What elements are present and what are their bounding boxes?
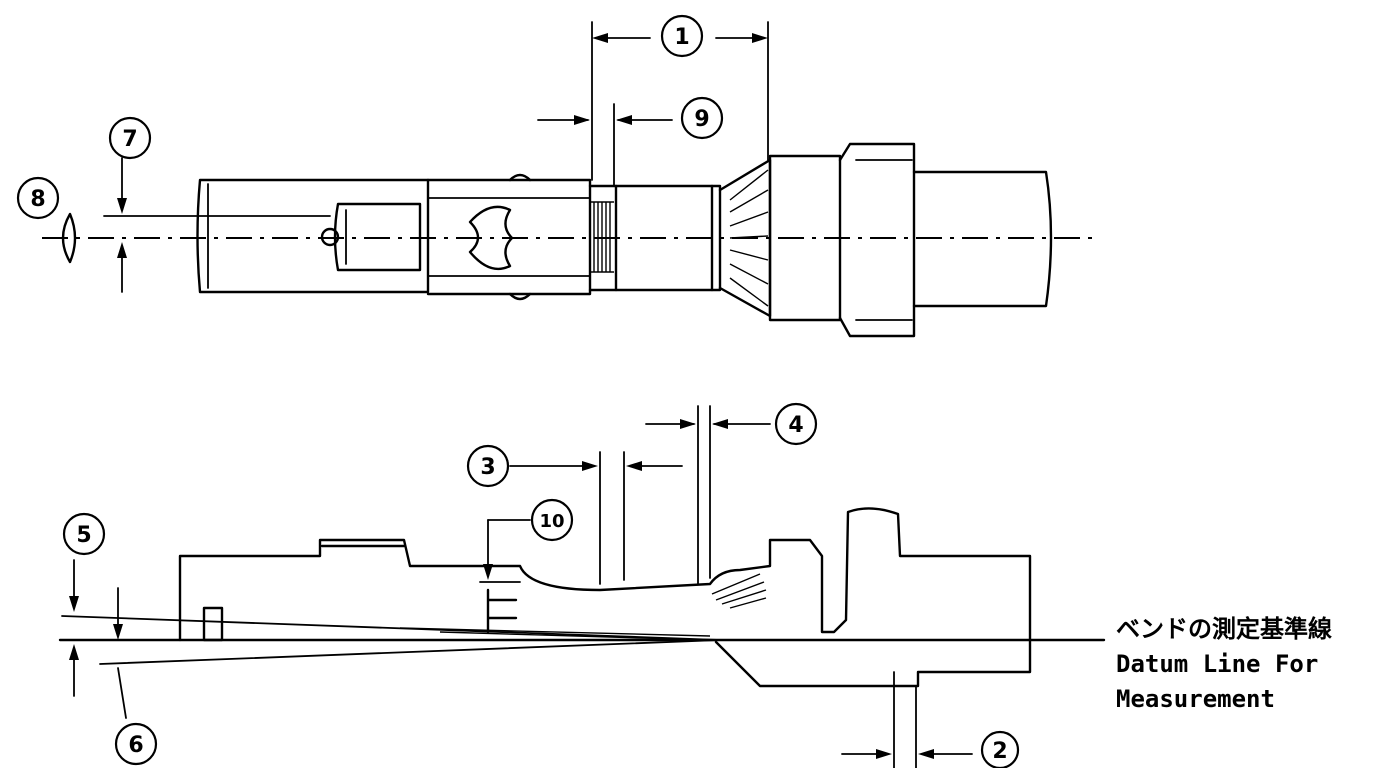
svg-text:9: 9 — [694, 107, 709, 132]
svg-text:8: 8 — [30, 187, 45, 212]
svg-text:3: 3 — [480, 455, 495, 480]
callout-7: 7 — [108, 116, 152, 160]
callout-1: 1 — [660, 14, 704, 58]
top-view — [42, 21, 1100, 338]
wire-barrel — [588, 184, 722, 292]
side-view — [58, 405, 1106, 768]
svg-text:2: 2 — [992, 739, 1007, 764]
svg-text:6: 6 — [128, 733, 143, 758]
legend-english-line2: Measurement — [1116, 685, 1275, 713]
lance-tab-side — [202, 606, 224, 642]
svg-text:1: 1 — [674, 25, 689, 50]
legend-japanese: ベンドの測定基準線 — [1116, 615, 1332, 643]
callout-10: 10 — [530, 498, 574, 542]
callout-8: 8 — [16, 176, 60, 220]
legend-english-line1: Datum Line For — [1116, 650, 1319, 678]
cable — [912, 170, 1053, 308]
callout-2: 2 — [980, 730, 1020, 768]
svg-text:7: 7 — [122, 127, 137, 152]
callout-3: 3 — [466, 444, 510, 488]
svg-text:5: 5 — [76, 523, 91, 548]
callout-6: 6 — [114, 722, 158, 766]
datum-line-legend: ベンドの測定基準線 Datum Line For Measurement — [1116, 612, 1386, 717]
lance-tab — [468, 205, 514, 271]
svg-text:4: 4 — [788, 413, 803, 438]
callout-9: 9 — [680, 96, 724, 140]
contact-front-body — [196, 178, 430, 294]
serrations — [590, 201, 614, 273]
callout-5: 5 — [62, 512, 106, 556]
angle-mark-8 — [61, 212, 77, 264]
contact-spring-box — [333, 202, 422, 272]
side-strands — [711, 573, 767, 609]
callout-4: 4 — [774, 402, 818, 446]
svg-text:10: 10 — [539, 511, 564, 532]
side-body — [178, 507, 1032, 688]
